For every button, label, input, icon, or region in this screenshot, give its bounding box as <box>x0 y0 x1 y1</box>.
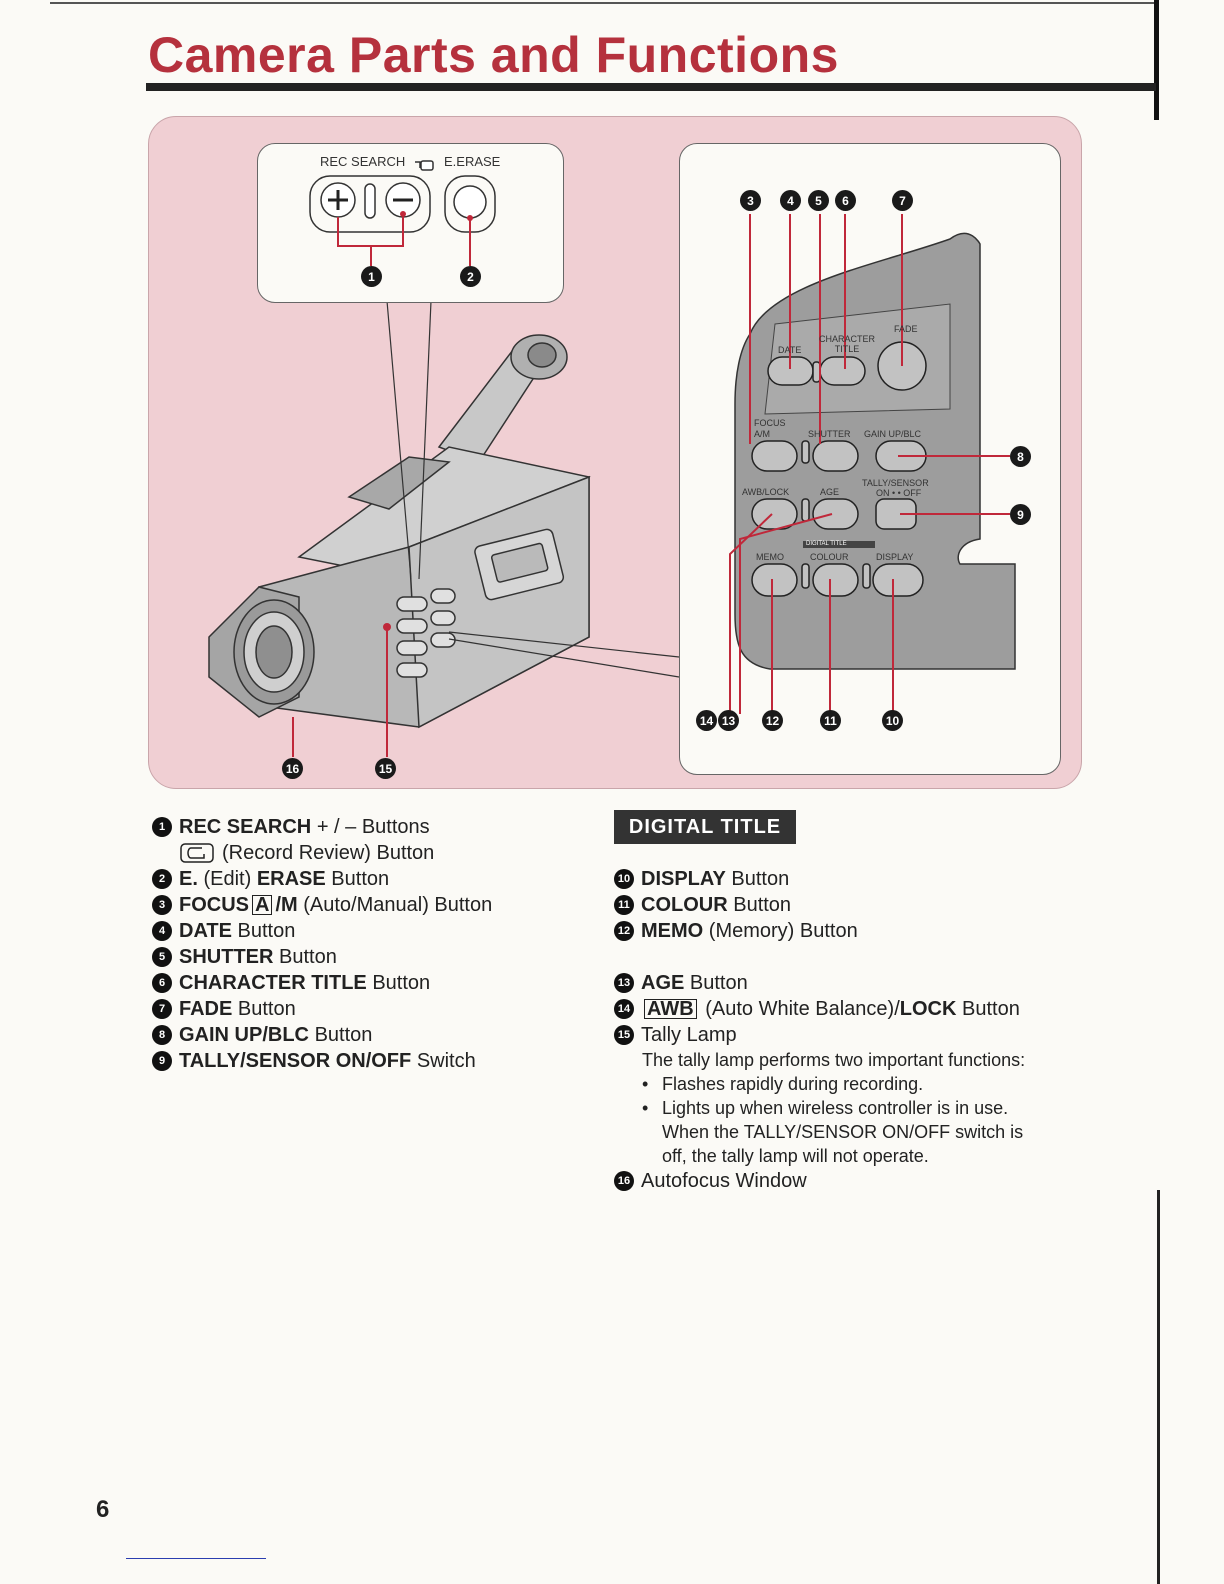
callout-11: 11 <box>820 710 841 731</box>
callout-10: 10 <box>882 710 903 731</box>
list-item: 1 REC SEARCH + / – Buttons <box>152 814 492 840</box>
list-item: 13 AGE Button <box>614 970 1025 996</box>
leader-15 <box>386 629 388 757</box>
parts-list-right: 10 DISPLAY Button 11 COLOUR Button 12 ME… <box>614 866 1025 1194</box>
callout-5: 5 <box>808 190 829 211</box>
callout-2: 2 <box>460 266 481 287</box>
control-panel-inset: DATE CHARACTER TITLE FADE FOCUS A/M SHUT… <box>679 143 1061 775</box>
list-item: 4 DATE Button <box>152 918 492 944</box>
label-character-title: CHARACTER TITLE <box>818 334 875 354</box>
rec-search-inset: REC SEARCH E.ERASE <box>257 143 564 303</box>
list-item: 8 GAIN UP/BLC Button <box>152 1022 492 1048</box>
label-shutter: SHUTTER <box>808 429 851 439</box>
callout-3: 3 <box>740 190 761 211</box>
label-date: DATE <box>778 345 802 355</box>
top-rule <box>50 2 1156 4</box>
leader-16 <box>292 717 294 757</box>
label-tally-sensor: TALLY/SENSOR <box>862 478 929 488</box>
bullet-continuation: When the TALLY/SENSOR ON/OFF switch is <box>662 1122 1024 1142</box>
list-item: 10 DISPLAY Button <box>614 866 1025 892</box>
label-awb-lock: AWB/LOCK <box>742 487 790 497</box>
list-item: 11 COLOUR Button <box>614 892 1025 918</box>
digital-title-heading: DIGITAL TITLE <box>614 810 796 844</box>
callout-1: 1 <box>361 266 382 287</box>
title-rule <box>146 83 1156 91</box>
tally-description: The tally lamp performs two important fu… <box>642 1050 1026 1070</box>
label-focus-am: A/M <box>754 429 771 439</box>
callout-12: 12 <box>762 710 783 731</box>
camera-figure: REC SEARCH E.ERASE <box>148 116 1082 789</box>
rec-search-buttons <box>309 160 496 266</box>
list-item: 6 CHARACTER TITLE Button <box>152 970 492 996</box>
bullet-item: •Lights up when wireless controller is i… <box>642 1098 1009 1118</box>
callout-15: 15 <box>375 758 396 779</box>
label-age: AGE <box>820 487 840 497</box>
parts-list-left: 1 REC SEARCH + / – Buttons (Record Revie… <box>152 814 492 1074</box>
list-item: 9 TALLY/SENSOR ON/OFF Switch <box>152 1048 492 1074</box>
list-item: 14 AWB (Auto White Balance)/LOCK Button <box>614 996 1025 1022</box>
list-item: 5 SHUTTER Button <box>152 944 492 970</box>
label-digital-title: DIGITAL TITLE <box>806 541 847 547</box>
binding-edge-lower <box>1157 1190 1160 1584</box>
list-item: 15 Tally Lamp <box>614 1022 1025 1048</box>
label-display: DISPLAY <box>876 552 914 562</box>
label-erase: E.ERASE <box>444 154 501 169</box>
label-gain: GAIN UP/BLC <box>864 429 922 439</box>
bullet-continuation: off, the tally lamp will not operate. <box>662 1146 929 1166</box>
label-colour: COLOUR <box>810 552 849 562</box>
page-title: Camera Parts and Functions <box>148 27 839 83</box>
callout-14: 14 <box>696 710 717 731</box>
callout-8: 8 <box>1010 446 1031 467</box>
callout-16: 16 <box>282 758 303 779</box>
callout-4: 4 <box>780 190 801 211</box>
control-panel-drawing <box>729 214 1016 714</box>
callout-7: 7 <box>892 190 913 211</box>
callout-9: 9 <box>1010 504 1031 525</box>
page-number: 6 <box>96 1496 110 1523</box>
binding-edge <box>1154 0 1159 120</box>
label-on-off: ON • • OFF <box>876 488 922 498</box>
callout-6: 6 <box>835 190 856 211</box>
bullet-item: •Flashes rapidly during recording. <box>642 1074 924 1094</box>
list-item: 12 MEMO (Memory) Button <box>614 918 1025 944</box>
record-review-icon <box>180 843 214 863</box>
list-item: 7 FADE Button <box>152 996 492 1022</box>
label-fade: FADE <box>894 324 918 334</box>
list-item: 16 Autofocus Window <box>614 1168 1025 1194</box>
list-item: (Record Review) Button <box>152 840 492 866</box>
label-memo: MEMO <box>756 552 784 562</box>
list-item: 2 E. (Edit) ERASE Button <box>152 866 492 892</box>
label-focus: FOCUS <box>754 418 786 428</box>
label-rec-search: REC SEARCH <box>320 154 406 169</box>
camcorder-illustration <box>208 300 680 729</box>
callout-13: 13 <box>718 710 739 731</box>
footer-rule <box>126 1558 266 1559</box>
